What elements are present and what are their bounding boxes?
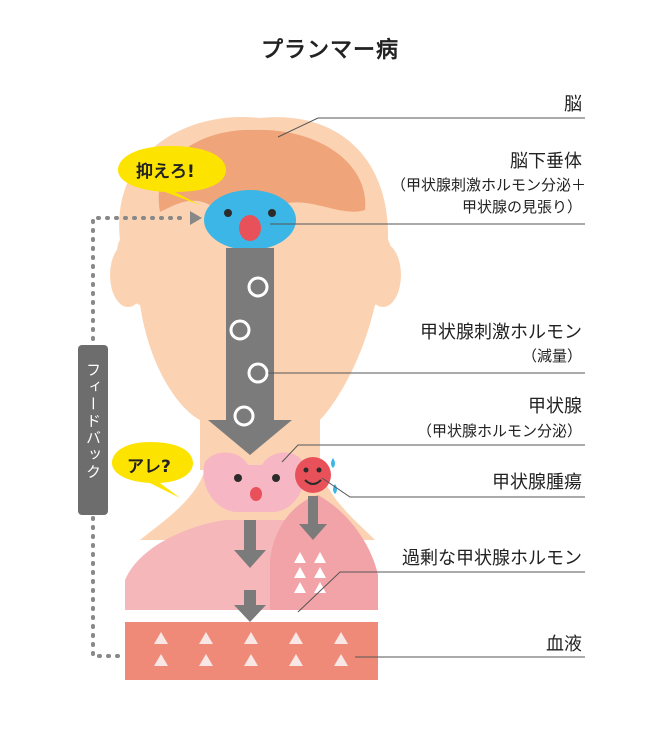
body-down-arrow (234, 590, 266, 622)
tumor-hormone-triangles (294, 552, 326, 593)
label-excess-hormone: 過剰な甲状腺ホルモン (402, 548, 582, 569)
feedback-label: フィードバック (84, 362, 102, 481)
tumor-shape (295, 457, 331, 493)
label-blood: 血液 (546, 634, 582, 655)
bubble-suppress-shape (118, 146, 226, 205)
bubble-suppress-text: 抑えろ! (136, 162, 195, 182)
feedback-arrowhead (190, 211, 202, 225)
label-pituitary-note-2: 甲状腺の見張り） (461, 198, 582, 216)
leader-lines (268, 117, 585, 658)
tsh-arrow (208, 248, 292, 455)
label-brain: 脳 (564, 94, 582, 115)
left-ear (110, 243, 146, 307)
label-thyroid-note: （甲状腺ホルモン分泌） (416, 422, 582, 440)
label-tsh-note: （減量） (521, 347, 582, 365)
label-pituitary-note-1: （甲状腺刺激ホルモン分泌＋ (390, 176, 586, 194)
blood-hormone-triangles (154, 632, 348, 666)
label-tumor: 甲状腺腫瘍 (492, 472, 582, 493)
right-ear (365, 243, 401, 307)
label-thyroid: 甲状腺 (528, 396, 582, 417)
label-pituitary: 脳下垂体 (510, 151, 582, 172)
page-title: プランマー病 (260, 38, 399, 63)
tumor-down-arrow (299, 496, 327, 540)
brain (158, 129, 366, 212)
feedback-box (78, 345, 108, 515)
thyroid-down-arrow (234, 520, 266, 568)
thyroid-shape (203, 452, 305, 512)
bubble-huh-text: アレ? (127, 457, 171, 477)
blood-box (125, 622, 378, 680)
tumor-body-region (270, 495, 378, 610)
bubble-huh-shape (112, 442, 193, 498)
label-tsh: 甲状腺刺激ホルモン (420, 322, 582, 343)
